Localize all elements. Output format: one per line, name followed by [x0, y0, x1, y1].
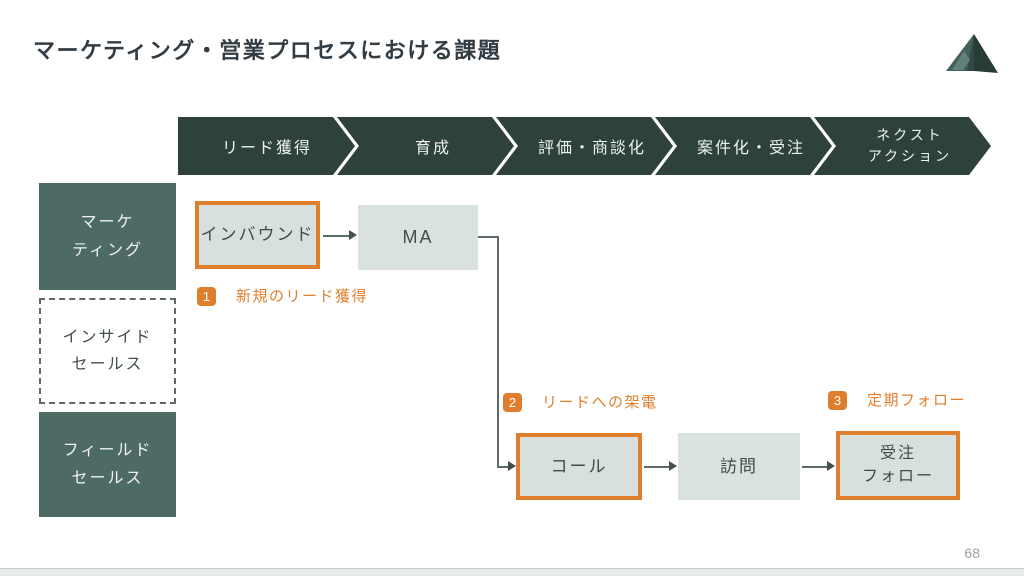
process-step-deal-order: 案件化・受注 — [655, 117, 832, 175]
annotation-badge-3: 3 — [828, 391, 847, 410]
process-step-label: 評価・商談化 — [537, 140, 646, 157]
process-step-evaluation: 評価・商談化 — [496, 117, 673, 175]
process-step-nurturing: 育成 — [337, 117, 514, 175]
process-step-label: ネクスト アクション — [867, 127, 953, 164]
connector-ma-call-horizontal — [497, 466, 509, 468]
arrowhead-icon — [827, 461, 835, 471]
slide-title: マーケティング・営業プロセスにおける課題 — [33, 38, 502, 63]
process-step-label: 案件化・受注 — [696, 140, 805, 157]
annotation-badge-2: 2 — [503, 393, 522, 412]
page-number: 68 — [964, 545, 980, 561]
annotation-label-2: リードへの架電 — [542, 394, 658, 411]
connector-ma-down-stub — [478, 236, 499, 238]
flow-node-inbound: インバウンド — [195, 201, 320, 269]
connector-call-visit — [644, 466, 670, 468]
lane-inside-sales: インサイド セールス — [39, 298, 176, 404]
connector-inbound-ma — [323, 235, 350, 237]
process-step-label: 育成 — [414, 140, 451, 157]
connector-ma-call-vertical — [497, 236, 499, 467]
annotation-label-1: 新規のリード獲得 — [236, 288, 369, 305]
bottom-edge-strip — [0, 568, 1024, 576]
arrowhead-icon — [349, 230, 357, 240]
process-step-label: リード獲得 — [221, 140, 312, 157]
flow-node-call: コール — [516, 433, 642, 500]
flow-node-visit: 訪問 — [678, 433, 800, 500]
annotation-label-3: 定期フォロー — [867, 392, 967, 409]
arrowhead-icon — [508, 461, 516, 471]
flow-node-order-follow: 受注 フォロー — [836, 431, 960, 500]
company-logo-icon — [946, 34, 998, 73]
arrowhead-icon — [669, 461, 677, 471]
annotation-badge-1: 1 — [197, 287, 216, 306]
process-step-next-action: ネクスト アクション — [814, 117, 991, 175]
lane-field-sales: フィールド セールス — [39, 412, 176, 517]
connector-visit-orderfollow — [802, 466, 828, 468]
process-step-lead-acquisition: リード獲得 — [178, 117, 355, 175]
flow-node-ma: MA — [358, 205, 478, 270]
lane-marketing: マーケ ティング — [39, 183, 176, 290]
